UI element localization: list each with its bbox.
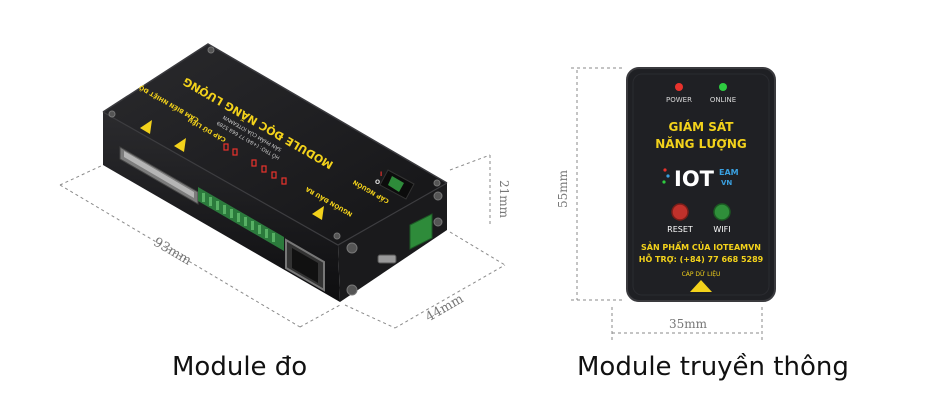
power-led-icon <box>675 83 683 91</box>
comm-dimension-lines <box>571 67 763 340</box>
terminal-pins <box>202 193 275 242</box>
terminal-block <box>198 187 284 251</box>
switch-mark-i: I <box>380 171 382 178</box>
measure-dimension-lines <box>59 154 506 329</box>
online-led-label: ONLINE <box>710 96 736 104</box>
cable-arrow-icon <box>690 280 712 292</box>
logo-main: IOT <box>674 167 715 191</box>
online-led-icon <box>719 83 727 91</box>
dim-comm-width: 35mm <box>669 317 708 331</box>
comm-title-line2: NĂNG LƯỢNG <box>655 136 746 151</box>
caption-measure-module: Module đo <box>172 352 308 382</box>
side-connector <box>409 213 433 250</box>
comm-support: HỖ TRỢ: (+84) 77 668 5289 <box>639 252 764 264</box>
measure-side-face <box>338 183 447 302</box>
caption-comm-module: Module truyền thông <box>577 352 849 382</box>
arrow-icon-output <box>312 206 324 220</box>
comm-title-line1: GIÁM SÁT <box>669 119 735 134</box>
wifi-button-icon <box>713 203 731 221</box>
reset-label: RESET <box>667 225 693 234</box>
power-switch: I O <box>375 169 415 200</box>
ioteam-logo: IOT EAM VN <box>662 167 739 191</box>
dim-depth: 44mm <box>423 292 466 326</box>
power-led-label: POWER <box>666 96 692 104</box>
segment-display-marks <box>223 143 287 185</box>
screw-icons <box>108 46 443 296</box>
measure-module: MODULE ĐỌC NĂNG LƯỢNG SẢN PHẨM CỦA IOTEA… <box>102 43 448 302</box>
comm-maker: SẢN PHẨM CỦA IOTEAMVN <box>641 240 761 252</box>
micro-usb-port <box>377 254 397 264</box>
reset-button-icon <box>671 203 689 221</box>
dim-height: 21mm <box>497 180 511 219</box>
comm-cable-label: CÁP DỮ LIỆU <box>682 270 721 278</box>
measure-top-face <box>103 44 447 245</box>
logo-sup: EAM <box>719 168 739 177</box>
comm-module: POWER ONLINE GIÁM SÁT NĂNG LƯỢNG IOT EAM… <box>626 67 776 302</box>
dim-length: 93mm <box>151 235 194 269</box>
logo-sub: VN <box>721 179 732 187</box>
comm-case <box>626 67 776 302</box>
wifi-label: WIFI <box>713 225 730 234</box>
arrow-icon-temp <box>140 120 152 134</box>
arrow-icon-data <box>174 138 186 152</box>
dim-comm-height: 55mm <box>556 169 570 208</box>
switch-mark-o: O <box>375 179 380 186</box>
